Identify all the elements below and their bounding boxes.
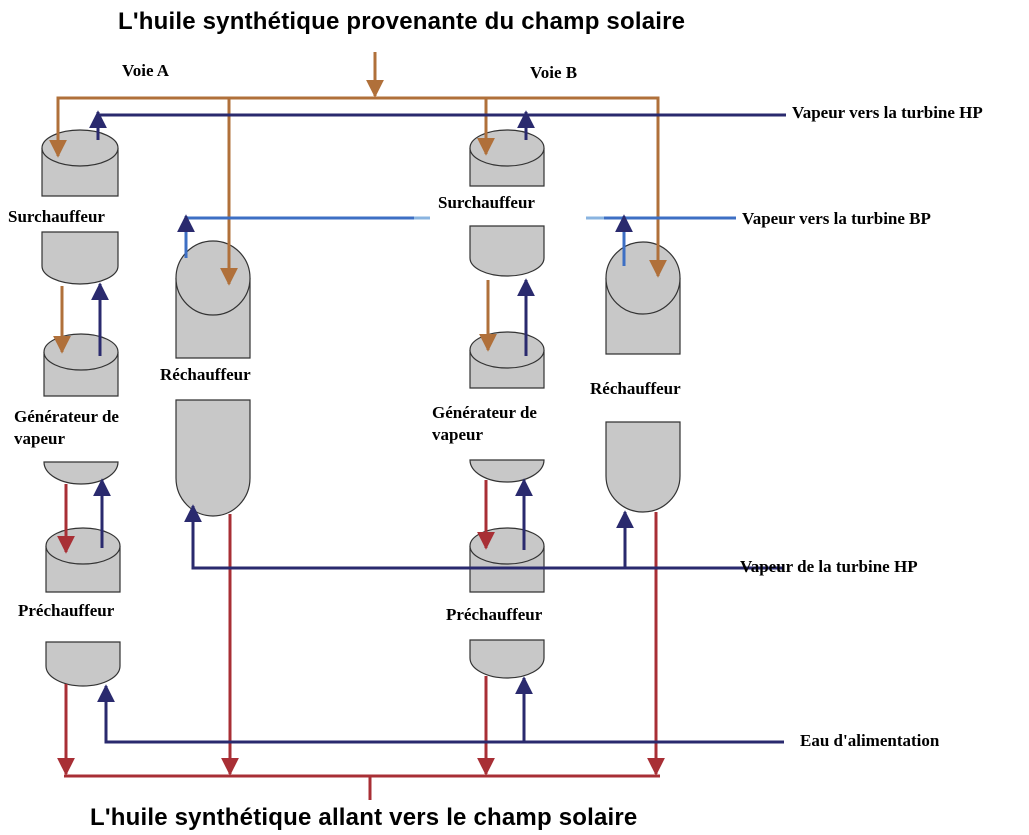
- hot-oil-network: [49, 52, 667, 354]
- generator-a-label-line1: Générateur de: [14, 407, 119, 426]
- generator-b-label-line1: Générateur de: [432, 403, 537, 422]
- generator-a-label-line2: vapeur: [14, 429, 65, 448]
- reheater-b-label: Réchauffeur: [590, 379, 681, 398]
- superheater-b-label: Surchauffeur: [438, 193, 535, 212]
- top-title: L'huile synthétique provenante du champ …: [118, 8, 686, 35]
- reheater-a-label: Réchauffeur: [160, 365, 251, 384]
- cold-oil-network: [57, 480, 665, 800]
- vessels: [41, 129, 681, 687]
- preheater-a-label: Préchauffeur: [18, 601, 115, 620]
- bottom-title: L'huile synthétique allant vers le champ…: [90, 804, 638, 831]
- preheater-b-label: Préchauffeur: [446, 605, 543, 624]
- steam-to-bp-label: Vapeur vers la turbine BP: [742, 209, 931, 228]
- preheater-b-vessel: [469, 527, 545, 679]
- generator-b-label-line2: vapeur: [432, 425, 483, 444]
- reheater-b-vessel: [605, 241, 681, 513]
- lane-b-label: Voie B: [530, 63, 578, 82]
- reheater-a-vessel: [175, 240, 251, 517]
- lane-a-label: Voie A: [122, 61, 170, 80]
- superheater-a-label: Surchauffeur: [8, 207, 105, 226]
- steam-to-hp-label: Vapeur vers la turbine HP: [792, 103, 983, 122]
- steam-from-hp-label: Vapeur de la turbine HP: [740, 557, 918, 576]
- superheater-a-vessel: [41, 129, 119, 285]
- steam-network: [89, 110, 786, 744]
- feedwater-label: Eau d'alimentation: [800, 731, 940, 750]
- bp-steam-network: [177, 214, 736, 266]
